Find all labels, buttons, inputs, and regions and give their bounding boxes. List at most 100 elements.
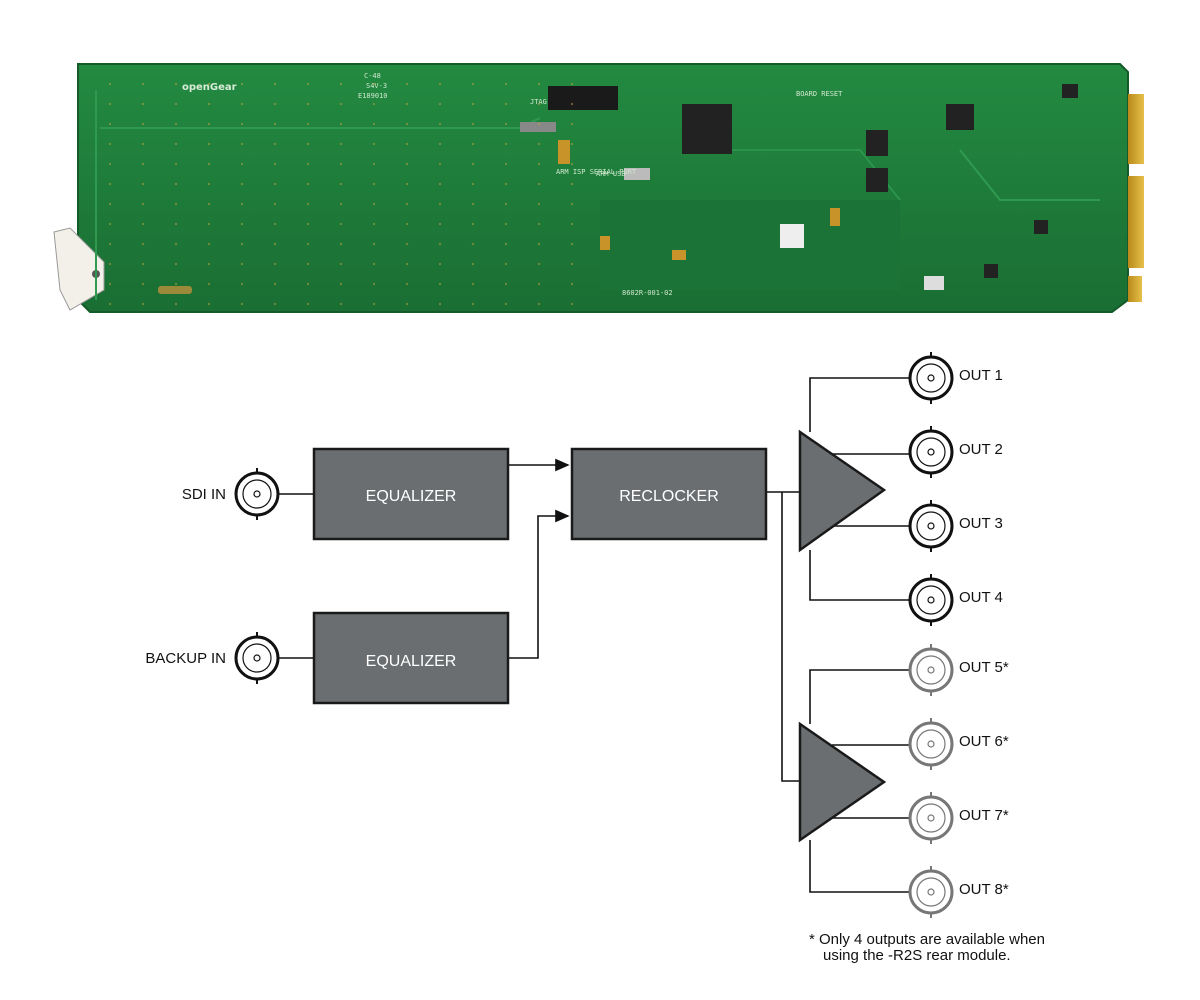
- pcb-via: [438, 142, 442, 146]
- silk-part-number: 8602R-001-02: [622, 289, 673, 297]
- pcb-via: [207, 202, 211, 206]
- pcb-via: [405, 202, 409, 206]
- pcb-via: [207, 302, 211, 306]
- pcb-via: [174, 162, 178, 166]
- pcb-via: [108, 82, 112, 86]
- pcb-via: [108, 122, 112, 126]
- amplifier-1-triangle: [798, 429, 887, 553]
- output-connector-5: [908, 644, 954, 696]
- pcb-via: [240, 282, 244, 286]
- pcb-via: [108, 222, 112, 226]
- footnote-line-2: using the -R2S rear module.: [823, 947, 1011, 964]
- pcb-via: [339, 282, 343, 286]
- pcb-via: [306, 182, 310, 186]
- pcb-via: [306, 82, 310, 86]
- pcb-via: [438, 302, 442, 306]
- pcb-via: [108, 302, 112, 306]
- pcb-via: [504, 122, 508, 126]
- pcb-via: [405, 142, 409, 146]
- pcb-via: [372, 282, 376, 286]
- pcb-via: [108, 282, 112, 286]
- output-label-5: OUT 5*: [959, 659, 1009, 676]
- equalizer-1-label: EQUALIZER: [366, 488, 457, 505]
- pcb-via: [174, 262, 178, 266]
- pcb-via: [273, 102, 277, 106]
- pcb-via: [372, 262, 376, 266]
- pcb-via: [372, 222, 376, 226]
- pcb-via: [537, 262, 541, 266]
- output-connector-3: [908, 500, 954, 552]
- pcb-via: [141, 242, 145, 246]
- pcb-via: [372, 182, 376, 186]
- pcb-via: [240, 222, 244, 226]
- pcb-via: [174, 282, 178, 286]
- pcb-via: [504, 142, 508, 146]
- pcb-via: [339, 182, 343, 186]
- pcb-via: [471, 202, 475, 206]
- pcb-via: [372, 162, 376, 166]
- sdi-in-label: SDI IN: [182, 486, 226, 503]
- pcb-via: [537, 102, 541, 106]
- pcb-via: [108, 102, 112, 106]
- pcb-via: [504, 202, 508, 206]
- pcb-via: [207, 262, 211, 266]
- pcb-via: [240, 162, 244, 166]
- pcb-via: [207, 222, 211, 226]
- pcb-via: [405, 302, 409, 306]
- amplifier-2-triangle: [798, 721, 887, 843]
- pcb-via: [174, 142, 178, 146]
- output-connector-6: [908, 718, 954, 770]
- pcb-via: [372, 302, 376, 306]
- pcb-via: [108, 202, 112, 206]
- output-connector-7: [908, 792, 954, 844]
- pcb-via: [273, 202, 277, 206]
- pcb-via: [141, 222, 145, 226]
- pcb-via: [372, 102, 376, 106]
- pcb-via: [240, 302, 244, 306]
- pcb-via: [537, 222, 541, 226]
- pcb-via: [471, 162, 475, 166]
- silk-reset: BOARD RESET: [796, 90, 843, 98]
- pcb-via: [438, 102, 442, 106]
- pcb-via: [537, 202, 541, 206]
- pcb-via: [537, 282, 541, 286]
- main-processor-chip: [682, 104, 732, 154]
- reclocker-label: RECLOCKER: [619, 488, 719, 505]
- pcb-via: [174, 82, 178, 86]
- output-label-6: OUT 6*: [959, 733, 1009, 750]
- card-ejector: [53, 227, 105, 311]
- pcb-via: [108, 242, 112, 246]
- pcb-via: [471, 82, 475, 86]
- pcb-via: [306, 242, 310, 246]
- pcb-via: [108, 142, 112, 146]
- output-connector-4: [908, 574, 954, 626]
- pcb-via: [174, 202, 178, 206]
- pcb-via: [504, 262, 508, 266]
- pcb-via: [570, 82, 574, 86]
- pcb-via: [141, 302, 145, 306]
- pcb-via: [438, 202, 442, 206]
- pcb-via: [570, 182, 574, 186]
- pcb-via: [306, 122, 310, 126]
- pcb-via: [570, 282, 574, 286]
- pcb-via: [108, 262, 112, 266]
- equalizer-2-block: EQUALIZER: [312, 611, 510, 705]
- pcb-via: [405, 282, 409, 286]
- pcb-via: [504, 182, 508, 186]
- pcb-via: [471, 262, 475, 266]
- pcb-via: [504, 282, 508, 286]
- pcb-via: [570, 142, 574, 146]
- pcb-via: [570, 222, 574, 226]
- pcb-via: [306, 282, 310, 286]
- pcb-via: [174, 222, 178, 226]
- pcb-via: [306, 262, 310, 266]
- pcb-via: [438, 182, 442, 186]
- pcb-via: [504, 302, 508, 306]
- pcb-via: [537, 302, 541, 306]
- pcb-via: [141, 282, 145, 286]
- pcb-via: [141, 102, 145, 106]
- pcb-via: [273, 122, 277, 126]
- pcb-via: [537, 82, 541, 86]
- pcb-card-image: openGear C-48 S4V-3 E189010 8602R-001-02…: [53, 63, 1144, 313]
- pcb-via: [570, 262, 574, 266]
